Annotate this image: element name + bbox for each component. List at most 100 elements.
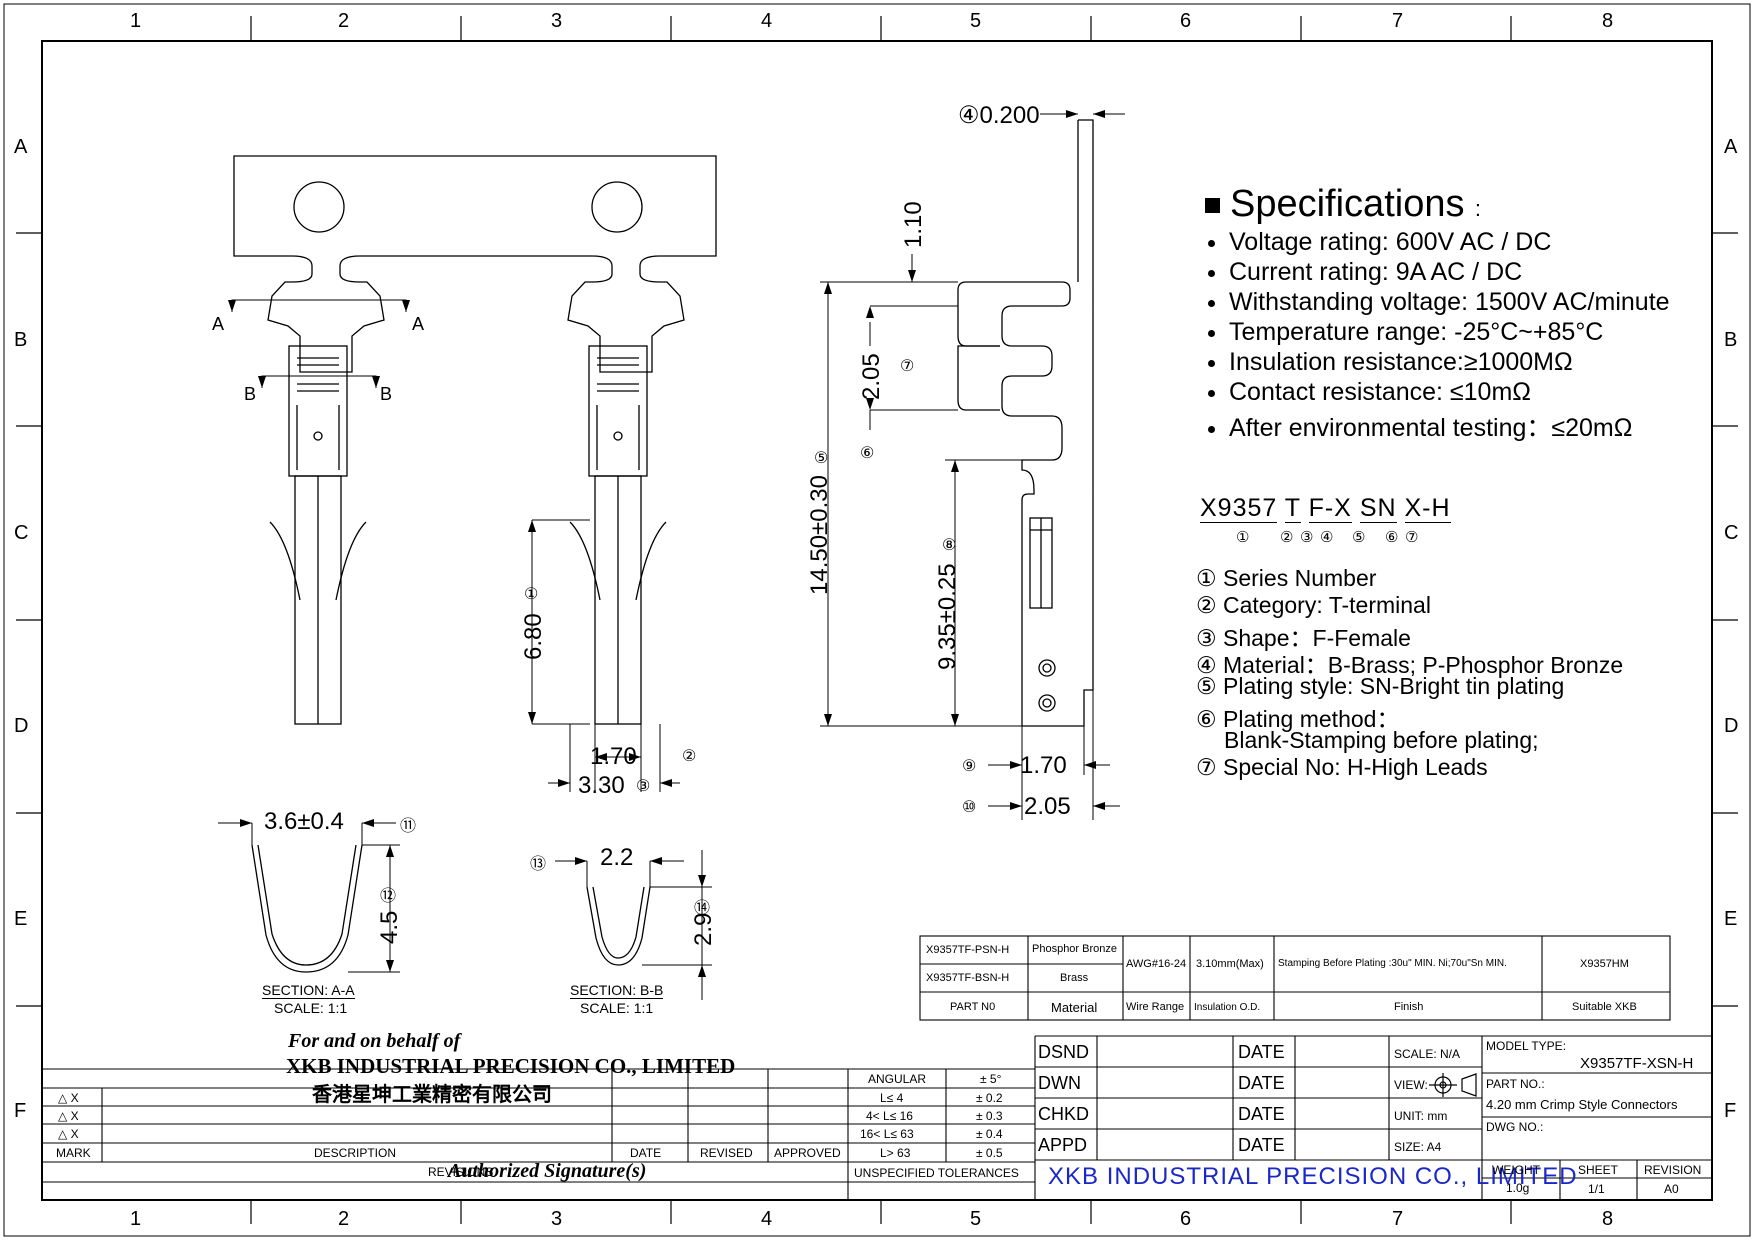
tb-date: DATE (1238, 1042, 1285, 1062)
mat-finish: Stamping Before Plating :30u" MIN. Ni;70… (1278, 958, 1507, 969)
dim-4-5: 4.5 (376, 910, 403, 944)
grid-col-8: 8 (1602, 10, 1614, 32)
spec-item: Temperature range: -25°C~+85°C (1208, 318, 1603, 347)
tb-view: VIEW: (1394, 1078, 1428, 1092)
legend-item: ③ Shape：F-Female (1196, 625, 1411, 651)
dim-2-2: 2.2 (600, 844, 634, 871)
grid-col-1: 1 (130, 10, 142, 32)
section-mark-b-left: B (244, 384, 257, 404)
terminal-side-view (957, 119, 1094, 727)
spec-item: Withstanding voltage: 1500V AC/minute (1208, 288, 1670, 317)
rev-header-description: DESCRIPTION (314, 1146, 397, 1160)
section-aa-shape (251, 844, 363, 973)
dim-3-6: 3.6±0.4 (264, 808, 344, 835)
grid-col-3-bottom: 3 (551, 1208, 563, 1230)
grid-col-4-bottom: 4 (761, 1208, 773, 1230)
grid-col-7-bottom: 7 (1392, 1208, 1404, 1230)
dim-marker-06: ⑥ (860, 445, 875, 462)
legend-item: ① Series Number (1196, 565, 1377, 591)
part-code-marker: ③ (1300, 529, 1314, 546)
spec-title-colon: : (1474, 196, 1482, 221)
mat-header-part: PART N0 (950, 1001, 996, 1013)
grid-row-c-right: C (1724, 522, 1739, 544)
tb-date: DATE (1238, 1073, 1285, 1093)
grid-row-a: A (14, 136, 28, 158)
legend-item: ④ Material：B-Brass; P-Phosphor Bronze (1196, 652, 1624, 678)
dimension-arrows (228, 110, 1105, 977)
bullet-icon (1208, 269, 1215, 277)
tb-appd: APPD (1038, 1135, 1088, 1155)
spec-item: Contact resistance: ≤10mΩ (1208, 378, 1531, 407)
tol-label: L> 63 (880, 1146, 911, 1160)
material-table-grid (919, 935, 1671, 1021)
rev-header-mark: MARK (56, 1146, 91, 1160)
tb-weight-label: WEIGHT (1492, 1163, 1540, 1177)
grid-row-b: B (14, 329, 28, 351)
rev-header-approved: APPROVED (774, 1146, 841, 1160)
rev-footer: REVISIONS (428, 1165, 494, 1179)
tb-model: X9357TF-XSN-H (1580, 1055, 1694, 1072)
tb-model-label: MODEL TYPE: (1486, 1039, 1567, 1053)
tol-value: ± 0.5 (976, 1146, 1003, 1160)
tol-value: ± 0.3 (976, 1109, 1003, 1123)
legend-item: ⑤ Plating style: SN-Bright tin plating (1196, 673, 1565, 699)
grid-row-e: E (14, 908, 28, 930)
mat-part-2: X9357TF-BSN-H (926, 972, 1010, 984)
tb-size: SIZE: A4 (1394, 1140, 1442, 1154)
grid-row-d: D (14, 715, 29, 737)
tb-company: XKB INDUSTRIAL PRECISION CO., LIMITED (1048, 1163, 1578, 1190)
tb-chkd: CHKD (1038, 1104, 1090, 1124)
section-bb-shape (586, 886, 651, 966)
dim-marker-05: ⑤ (814, 450, 829, 467)
dim-marker-11: ⑪ (400, 818, 417, 835)
tol-label: L≤ 4 (880, 1091, 904, 1105)
dim-1-10: 1.10 (900, 201, 927, 248)
signature-line-1: For and on behalf of (288, 1030, 461, 1052)
specifications-heading: Specifications : (1230, 183, 1481, 226)
grid-col-7: 7 (1392, 10, 1404, 32)
bullet-icon (1208, 425, 1215, 433)
grid-row-a-right: A (1724, 136, 1738, 158)
outer-frame (3, 3, 1751, 1237)
rev-mark: △ X (58, 1109, 79, 1123)
dim-1-70: 1.70 (590, 743, 637, 770)
part-code: X9357 T F-X SN X-H (1200, 494, 1451, 523)
mat-material-2: Brass (1060, 972, 1089, 984)
tb-weight: 1.0g (1506, 1181, 1530, 1195)
grid-col-5: 5 (970, 10, 982, 32)
grid-col-8-bottom: 8 (1602, 1208, 1614, 1230)
tb-date: DATE (1238, 1135, 1285, 1155)
bullet-icon (1208, 359, 1215, 367)
mat-header-insulation: Insulation O.D. (1194, 1002, 1261, 1013)
spec-item: Current rating: 9A AC / DC (1208, 258, 1522, 287)
bullet-icon (1208, 239, 1215, 247)
signature-authorized: Authorized Signature(s) (448, 1160, 647, 1182)
tol-label: ANGULAR (868, 1072, 927, 1086)
dim-marker-12: ⑫ (380, 888, 397, 905)
grid-row-f: F (14, 1100, 27, 1122)
dim-6-80: 6.80 (520, 613, 547, 660)
bullet-icon (1208, 329, 1215, 337)
part-code-marker: ⑦ (1405, 529, 1419, 546)
rev-mark: △ X (58, 1127, 79, 1141)
projection-symbol-icon (1429, 1073, 1477, 1097)
tb-revision-label: REVISION (1644, 1163, 1702, 1177)
dim-marker-09: ⑨ (962, 758, 977, 775)
bullet-icon (1208, 299, 1215, 307)
tb-part: 4.20 mm Crimp Style Connectors (1486, 1097, 1678, 1112)
tb-scale: SCALE: N/A (1394, 1047, 1461, 1061)
grid-row-d-right: D (1724, 715, 1739, 737)
legend-item: ⑦ Special No: H-High Leads (1196, 754, 1488, 780)
grid-col-5-bottom: 5 (970, 1208, 982, 1230)
grid-col-2: 2 (338, 10, 350, 32)
legend-item: ⑥ Plating method： (1196, 706, 1400, 732)
tol-label: 16< L≤ 63 (860, 1127, 914, 1141)
legend-item: ② Category: T-terminal (1196, 592, 1431, 618)
spec-item: Insulation resistance:≥1000MΩ (1208, 348, 1573, 377)
grid-row-e-right: E (1724, 908, 1738, 930)
section-aa-title: SECTION: A-A (262, 982, 355, 999)
tb-part-label: PART NO.: (1486, 1077, 1545, 1091)
dim-3-30: 3.30 (578, 772, 625, 799)
